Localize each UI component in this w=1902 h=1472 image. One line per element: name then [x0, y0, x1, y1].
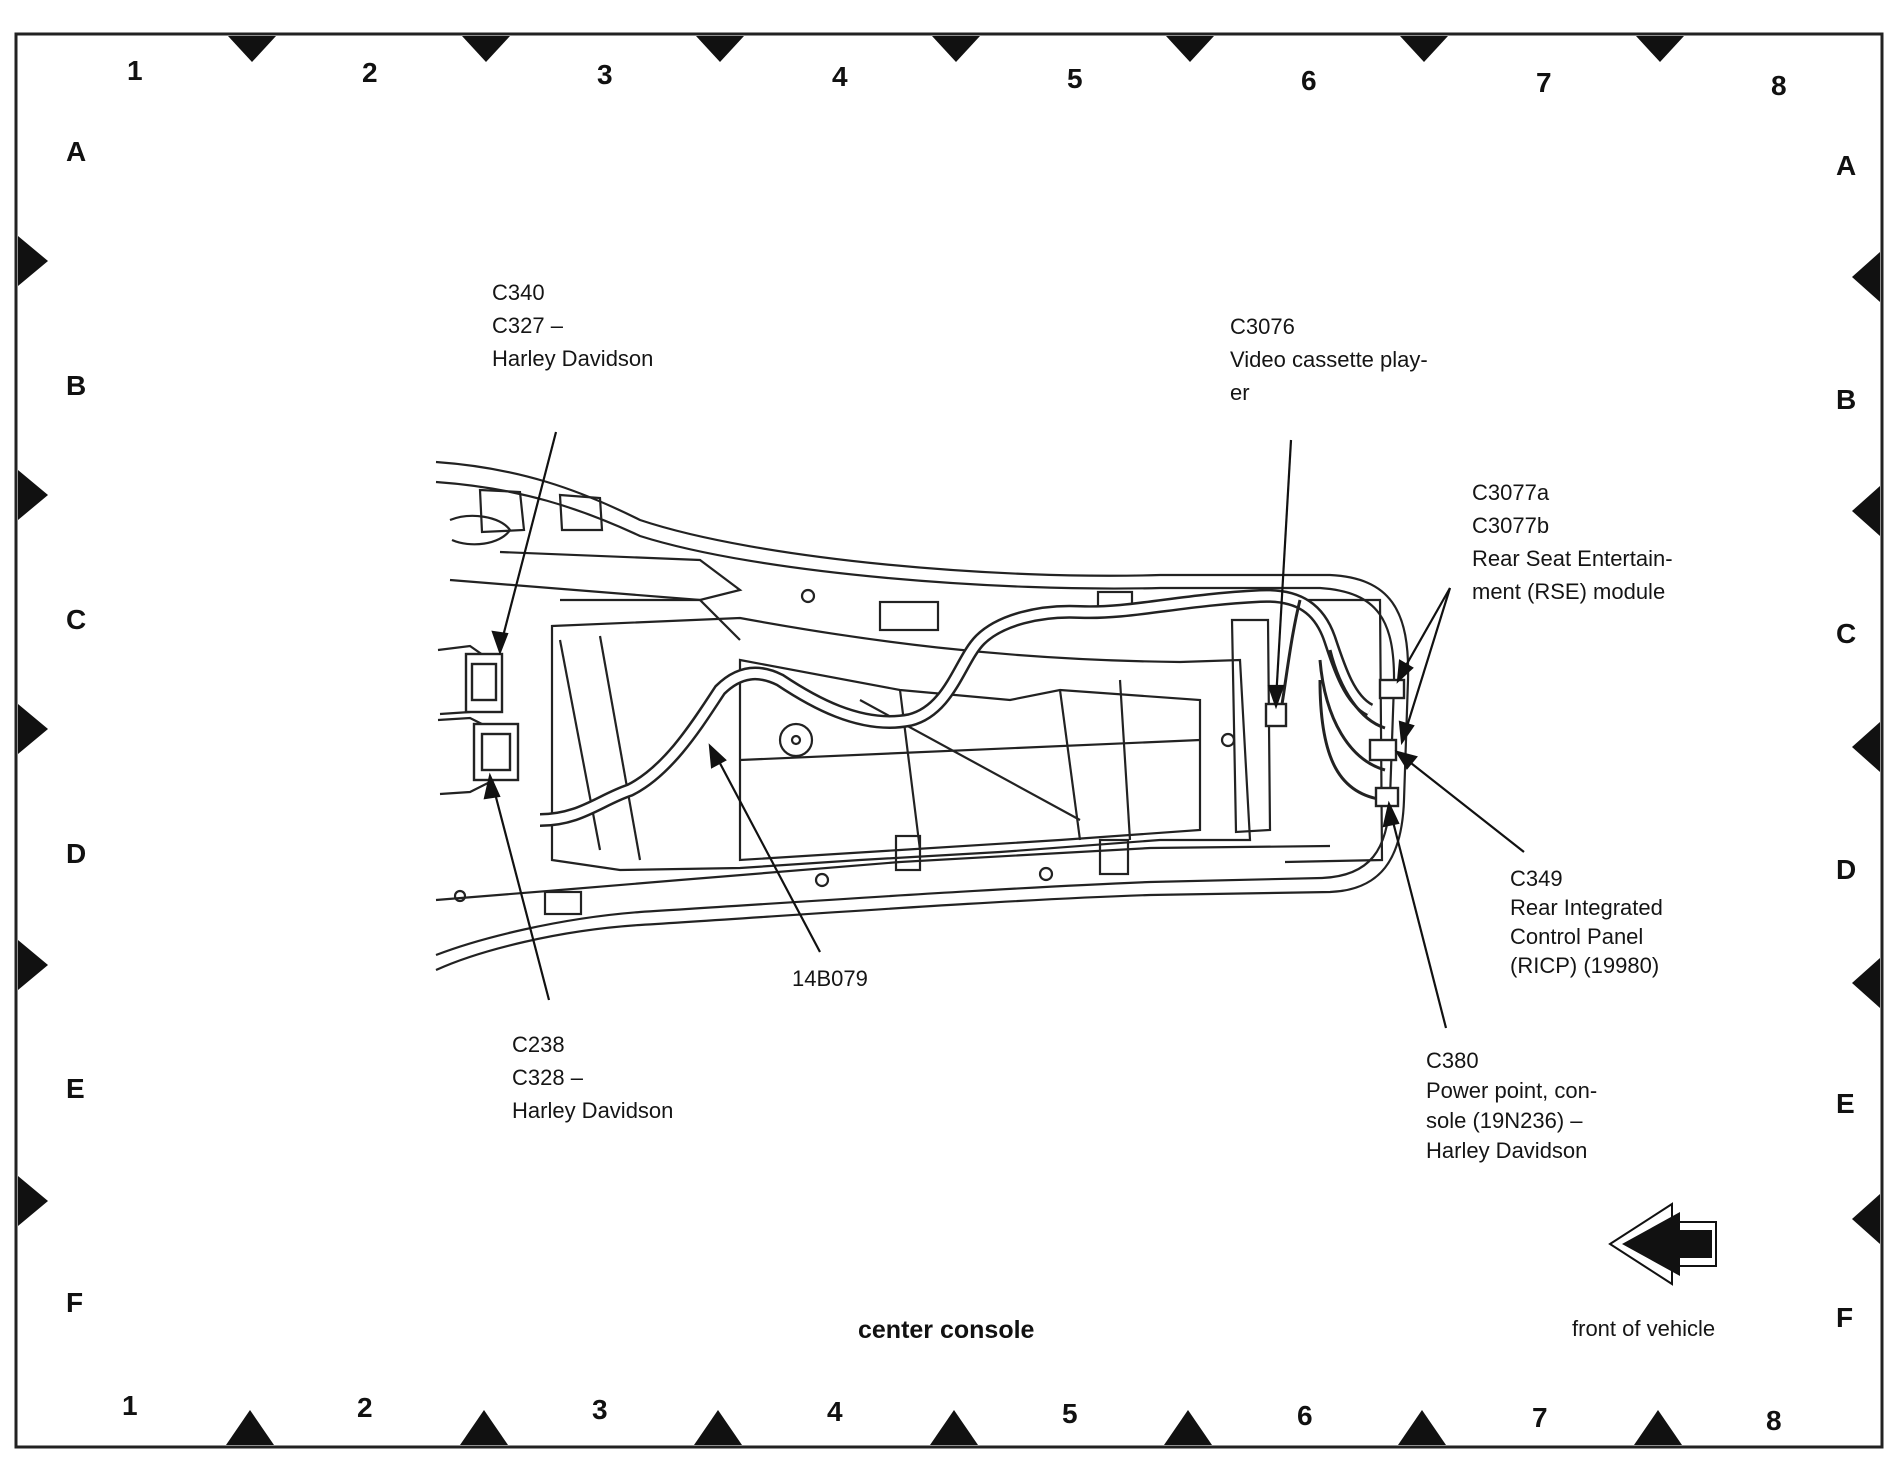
- callout-c238-line-3: Harley Davidson: [512, 1098, 674, 1123]
- wiring-harness: [539, 588, 1386, 827]
- grid-col-top-3: 3: [597, 59, 613, 90]
- top-grid-ticks: [228, 36, 1684, 62]
- front-of-vehicle-arrow-icon: [1608, 1202, 1717, 1286]
- grid-row-right-F: F: [1836, 1302, 1854, 1333]
- callout-c349-line-2: Rear Integrated: [1510, 895, 1663, 920]
- callout-c349: C349 Rear Integrated Control Panel (RICP…: [1510, 864, 1663, 980]
- grid-row-left-B: B: [66, 370, 87, 401]
- callout-c340-line-1: C340: [492, 280, 545, 305]
- grid-col-bottom-8: 8: [1766, 1405, 1782, 1436]
- callout-c3077: C3077a C3077b Rear Seat Entertain- ment …: [1472, 476, 1673, 608]
- callout-c3077-line-4: ment (RSE) module: [1472, 579, 1666, 604]
- callout-c349-line-1: C349: [1510, 866, 1563, 891]
- callout-c340-line-2: C327 –: [492, 313, 563, 338]
- callout-c238: C238 C328 – Harley Davidson: [512, 1028, 673, 1127]
- callout-c238-line-1: C238: [512, 1032, 565, 1057]
- callout-c3077-line-2: C3077b: [1472, 513, 1550, 538]
- grid-row-right-D: D: [1836, 854, 1857, 885]
- connector-c349: [1374, 786, 1400, 808]
- callout-c3076: C3076 Video cassette play- er: [1230, 310, 1428, 409]
- callout-c3077-line-1: C3077a: [1472, 480, 1550, 505]
- callout-c380-line-1: C380: [1426, 1048, 1479, 1073]
- callout-c349-line-3: Control Panel: [1510, 924, 1644, 949]
- grid-row-right-E: E: [1836, 1088, 1855, 1119]
- diagram-title: center console: [858, 1316, 1035, 1344]
- grid-row-left-D: D: [66, 838, 87, 869]
- callout-c380-line-3: sole (19N236) –: [1426, 1108, 1583, 1133]
- callout-c380-line-4: Harley Davidson: [1426, 1138, 1588, 1163]
- grid-col-bottom-7: 7: [1532, 1402, 1548, 1433]
- grid-col-bottom-6: 6: [1297, 1400, 1313, 1431]
- grid-col-top-8: 8: [1771, 70, 1787, 101]
- grid-row-right-C: C: [1836, 618, 1857, 649]
- grid-col-bottom-2: 2: [357, 1392, 373, 1423]
- callout-c380-line-2: Power point, con-: [1426, 1078, 1598, 1103]
- bottom-grid-ticks: [226, 1410, 1682, 1445]
- grid-col-bottom-1: 1: [122, 1390, 138, 1421]
- callout-c238-line-2: C328 –: [512, 1065, 583, 1090]
- grid-col-bottom-4: 4: [827, 1396, 843, 1427]
- callout-harness-line-1: 14B079: [792, 966, 868, 991]
- connector-c3077b: [1368, 738, 1398, 762]
- callout-c3077-line-3: Rear Seat Entertain-: [1472, 546, 1673, 571]
- grid-col-top-6: 6: [1301, 65, 1317, 96]
- grid-row-right-A: A: [1836, 150, 1857, 181]
- grid-col-top-4: 4: [832, 61, 848, 92]
- callout-c349-line-4: (RICP) (19980): [1510, 953, 1660, 978]
- grid-col-bottom-3: 3: [592, 1394, 608, 1425]
- callout-harness-14b079: 14B079: [792, 962, 868, 995]
- grid-row-left-C: C: [66, 604, 87, 635]
- connectors: [464, 652, 1406, 808]
- callout-c3076-line-2: Video cassette play-: [1230, 347, 1428, 372]
- grid-row-left-A: A: [66, 136, 87, 167]
- right-grid-ticks: [1852, 252, 1880, 1244]
- connector-c3077a: [1378, 678, 1406, 700]
- callout-c340: C340 C327 – Harley Davidson: [492, 276, 653, 375]
- grid-col-top-1: 1: [127, 55, 143, 86]
- grid-row-right-B: B: [1836, 384, 1857, 415]
- grid-row-left-E: E: [66, 1073, 85, 1104]
- leader-lines: [483, 431, 1525, 1029]
- sheet-border: [14, 32, 1884, 1449]
- grid-col-bottom-5: 5: [1062, 1398, 1078, 1429]
- grid-col-top-5: 5: [1067, 63, 1083, 94]
- grid-col-top-2: 2: [362, 57, 378, 88]
- grid-col-top-7: 7: [1536, 67, 1552, 98]
- callout-c380: C380 Power point, con- sole (19N236) – H…: [1426, 1046, 1597, 1166]
- left-grid-ticks: [18, 236, 48, 1226]
- callout-c3076-line-3: er: [1230, 380, 1250, 405]
- orientation-label: front of vehicle: [1572, 1316, 1716, 1341]
- callout-c3076-line-1: C3076: [1230, 314, 1295, 339]
- grid-row-left-F: F: [66, 1287, 84, 1318]
- callout-c340-line-3: Harley Davidson: [492, 346, 654, 371]
